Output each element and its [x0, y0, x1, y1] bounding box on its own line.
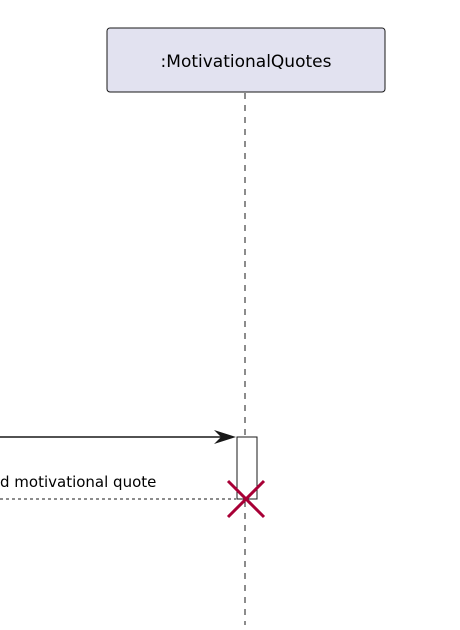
participant-label: :MotivationalQuotes: [161, 52, 332, 72]
call-arrowhead: [214, 430, 236, 444]
participant-box[interactable]: :MotivationalQuotes: [106, 27, 386, 93]
call-message-arrow: [0, 430, 236, 444]
destroy-marker-icon: [226, 479, 266, 519]
return-message-label: d motivational quote: [0, 473, 156, 491]
